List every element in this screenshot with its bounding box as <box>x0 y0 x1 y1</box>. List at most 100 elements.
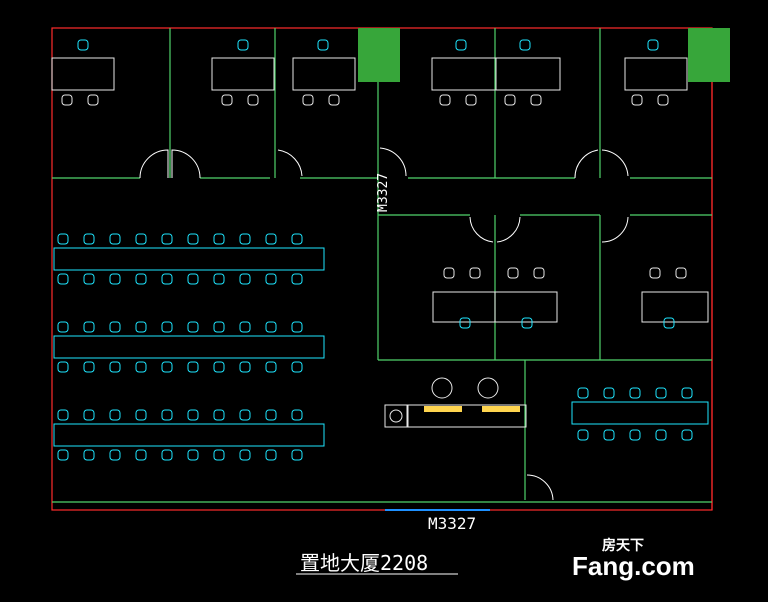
workstation-chair <box>239 409 251 421</box>
workstation-chair <box>135 321 147 333</box>
workstation-chair <box>109 361 121 373</box>
office-chair <box>328 94 340 106</box>
workstation-chair <box>187 449 199 461</box>
office-chair <box>657 94 669 106</box>
workstation-chair <box>83 409 95 421</box>
workstation-chair <box>577 387 589 399</box>
watermark-logo: 房天下 Fang.com <box>572 537 695 581</box>
office-chair <box>530 94 542 106</box>
workstation-chair <box>291 449 303 461</box>
workstation-chair <box>187 233 199 245</box>
workstation-chair <box>213 409 225 421</box>
workstation-chair <box>655 429 667 441</box>
workstation-bench <box>571 401 709 425</box>
workstation-chair <box>213 321 225 333</box>
workstation-chair <box>161 273 173 285</box>
office-chair <box>439 94 451 106</box>
workstation-chair <box>57 321 69 333</box>
workstation-chair <box>187 273 199 285</box>
office-chair <box>675 267 687 279</box>
office-chair <box>61 94 73 106</box>
workstation-chair <box>291 361 303 373</box>
watermark-brand-en: Fang.com <box>572 551 695 581</box>
workstation-chair <box>291 233 303 245</box>
workstation-chair <box>213 233 225 245</box>
desk-chair <box>647 39 659 51</box>
office-chair <box>533 267 545 279</box>
desk-chair <box>317 39 329 51</box>
workstation-chair <box>603 387 615 399</box>
workstation-chair <box>239 361 251 373</box>
workstation-chair <box>629 387 641 399</box>
workstation-chair <box>603 429 615 441</box>
office-chair <box>631 94 643 106</box>
desk-chair <box>77 39 89 51</box>
interior-walls <box>52 28 712 503</box>
office-chair <box>87 94 99 106</box>
office-chair <box>504 94 516 106</box>
desk-chair <box>455 39 467 51</box>
office-chair <box>469 267 481 279</box>
workstation-chair <box>187 361 199 373</box>
workstation-chair <box>109 449 121 461</box>
office-chair <box>649 267 661 279</box>
office-chair <box>221 94 233 106</box>
workstation-chair <box>161 321 173 333</box>
workstation-chair <box>213 273 225 285</box>
workstation-chair <box>187 321 199 333</box>
reception-chair <box>477 377 499 399</box>
workstation-chair <box>135 449 147 461</box>
reception-chair <box>431 377 453 399</box>
workstation-chair <box>83 233 95 245</box>
office-chair <box>465 94 477 106</box>
workstation-chair <box>83 449 95 461</box>
outer-wall-outline <box>51 27 713 511</box>
workstation-chair <box>135 409 147 421</box>
workstation-chair <box>213 449 225 461</box>
workstation-chair <box>213 361 225 373</box>
workstation-chair <box>265 361 277 373</box>
workstation-chair <box>265 409 277 421</box>
workstation-chair <box>57 449 69 461</box>
reception-counter <box>384 404 527 428</box>
workstation-chair <box>57 361 69 373</box>
workstation-chair <box>629 429 641 441</box>
workstation-chair <box>265 449 277 461</box>
workstation-chair <box>265 273 277 285</box>
workstation-chair <box>83 321 95 333</box>
workstation-chair <box>109 321 121 333</box>
workstation-chair <box>239 233 251 245</box>
workstation-bench <box>53 335 325 359</box>
workstation-chair <box>681 429 693 441</box>
desk-chair <box>459 317 471 329</box>
workstation-chair <box>239 273 251 285</box>
desk-chair <box>521 317 533 329</box>
workstation-chair <box>135 233 147 245</box>
workstation-chair <box>135 273 147 285</box>
workstation-chair <box>291 321 303 333</box>
workstation-chair <box>161 361 173 373</box>
door-label-vertical: M3327 <box>376 173 391 212</box>
door-swings <box>139 147 629 501</box>
desk-chair <box>663 317 675 329</box>
watermark-brand-cn: 房天下 <box>602 537 644 553</box>
workstation-chair <box>109 409 121 421</box>
desk-chair <box>519 39 531 51</box>
workstation-bench <box>53 423 325 447</box>
workstation-chair <box>291 273 303 285</box>
workstation-chair <box>187 409 199 421</box>
private-office-desks <box>51 57 709 323</box>
workstation-chair <box>291 409 303 421</box>
workstation-chair <box>265 233 277 245</box>
workstation-chair <box>109 233 121 245</box>
office-chair <box>443 267 455 279</box>
workstation-chair <box>57 273 69 285</box>
door-label-bottom: M3327 <box>428 514 476 533</box>
workstation-chair <box>577 429 589 441</box>
office-chair <box>507 267 519 279</box>
furniture-layer <box>53 39 709 461</box>
office-chair <box>302 94 314 106</box>
workstation-chair <box>655 387 667 399</box>
desk-chair <box>237 39 249 51</box>
